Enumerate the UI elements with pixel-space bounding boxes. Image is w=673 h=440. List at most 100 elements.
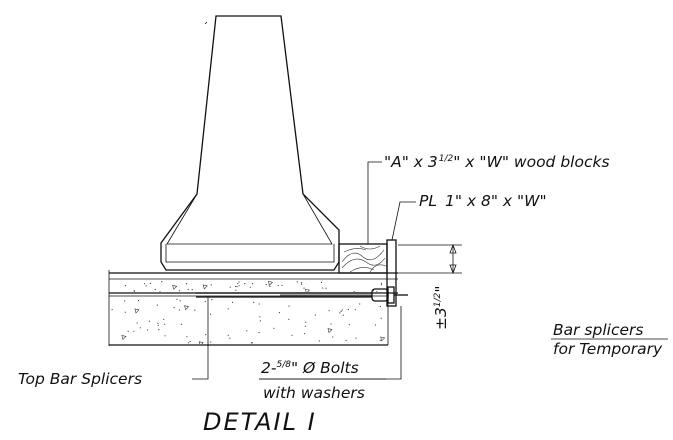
stipple-dot xyxy=(258,303,260,305)
stipple-dot xyxy=(191,289,193,291)
stipple-dot xyxy=(180,323,183,325)
stipple-dot xyxy=(178,290,180,292)
stipple-aggregate xyxy=(184,305,190,311)
stipple-dot xyxy=(341,309,343,311)
stipple-dot xyxy=(277,284,279,287)
stipple-dot xyxy=(354,309,356,311)
stipple-dot xyxy=(157,322,159,324)
stipple-dot xyxy=(164,323,166,325)
depth-dimension xyxy=(398,243,462,275)
stipple-aggregate xyxy=(380,336,386,342)
stipple-dot xyxy=(211,299,213,301)
stipple-dot xyxy=(124,311,126,313)
stipple-dot xyxy=(265,284,267,286)
stipple-dot xyxy=(124,284,126,287)
stipple-aggregate xyxy=(202,284,208,290)
stipple-dot xyxy=(124,300,126,302)
wood-blocks xyxy=(338,243,388,274)
stipple-dot xyxy=(379,339,381,341)
stipple-dot xyxy=(332,336,334,338)
steel-plate xyxy=(386,239,397,307)
stipple-dot xyxy=(314,314,316,316)
stipple-dot xyxy=(235,289,237,291)
stipple-aggregate xyxy=(267,280,273,286)
stipple-dot xyxy=(137,299,140,302)
stipple-dot xyxy=(133,290,136,292)
stipple-dot xyxy=(163,318,165,320)
stipple-dot xyxy=(278,312,280,314)
stipple-aggregate xyxy=(121,335,127,341)
stipple-dot xyxy=(322,287,324,289)
stipple-dot xyxy=(210,313,212,315)
stipple-dot xyxy=(250,342,253,344)
stipple-dot xyxy=(238,281,240,283)
stipple-dot xyxy=(376,291,378,292)
stipple-dot xyxy=(300,283,303,285)
aggregate-stipple-top xyxy=(124,280,383,292)
stipple-dot xyxy=(179,300,181,302)
stipple-dot xyxy=(127,330,129,332)
stipple-dot xyxy=(187,342,190,344)
stipple-dot xyxy=(145,285,147,287)
concrete-barrier xyxy=(160,15,340,271)
stipple-dot xyxy=(133,330,135,332)
stipple-dot xyxy=(227,334,229,336)
stipple-dot xyxy=(353,291,355,292)
stipple-dot xyxy=(204,300,206,303)
depth-label: ±31/2" xyxy=(432,286,450,330)
stipple-dot xyxy=(318,340,320,342)
stipple-dot xyxy=(249,286,251,288)
stipple-dot xyxy=(235,285,237,288)
stipple-dot xyxy=(258,332,260,334)
stipple-dot xyxy=(111,309,113,311)
stipple-dot xyxy=(194,309,196,311)
stipple-dot xyxy=(303,287,305,289)
side-note-line-2: for Temporary xyxy=(553,340,663,358)
stipple-dot xyxy=(229,286,231,288)
stipple-dot xyxy=(281,284,283,286)
stipple-dot xyxy=(189,340,191,343)
stipple-aggregate xyxy=(172,284,178,290)
stipple-dot xyxy=(288,305,290,307)
stipple-dot xyxy=(246,330,248,332)
stipple-dot xyxy=(253,301,255,303)
stipple-dot xyxy=(252,283,254,285)
stipple-aggregate xyxy=(198,341,204,344)
stipple-dot xyxy=(136,322,138,324)
stipple-dot xyxy=(164,335,166,337)
stipple-dot xyxy=(348,324,350,326)
stipple-dot xyxy=(304,325,306,327)
stipple-dot xyxy=(300,282,303,284)
stipple-dot xyxy=(231,301,234,303)
stipple-dot xyxy=(139,327,141,329)
stipple-dot xyxy=(159,291,161,292)
detail-title: DETAIL I xyxy=(203,408,317,436)
bolts-callout: 2-5/8" Ø Bolts with washers xyxy=(259,359,386,402)
stipple-dot xyxy=(236,286,238,288)
stipple-dot xyxy=(210,284,212,286)
bolts-label: 2-5/8" Ø Bolts xyxy=(261,359,359,377)
stipple-dot xyxy=(345,339,347,341)
stipple-dot xyxy=(325,287,327,289)
stipple-dot xyxy=(339,312,341,314)
stipple-dot xyxy=(205,334,207,336)
stipple-dot xyxy=(342,314,344,316)
stipple-dot xyxy=(380,282,383,284)
stipple-dot xyxy=(379,305,381,308)
stipple-dot xyxy=(273,327,275,329)
stipple-aggregate xyxy=(134,308,140,314)
stipple-dot xyxy=(158,329,160,331)
stipple-dot xyxy=(288,318,290,320)
stipple-aggregate xyxy=(305,288,311,292)
stipple-dot xyxy=(144,283,146,285)
stipple-dot xyxy=(176,298,178,300)
wood-blocks-label: "A" x 31/2" x "W" wood blocks xyxy=(384,153,610,171)
stipple-dot xyxy=(330,323,332,325)
stipple-dot xyxy=(320,281,323,284)
stipple-dot xyxy=(291,334,293,336)
top-bar-splicers-label: Top Bar Splicers xyxy=(18,370,142,388)
stipple-dot xyxy=(173,307,175,309)
stipple-dot xyxy=(259,316,261,318)
stipple-dot xyxy=(178,309,180,311)
stipple-dot xyxy=(154,288,156,291)
